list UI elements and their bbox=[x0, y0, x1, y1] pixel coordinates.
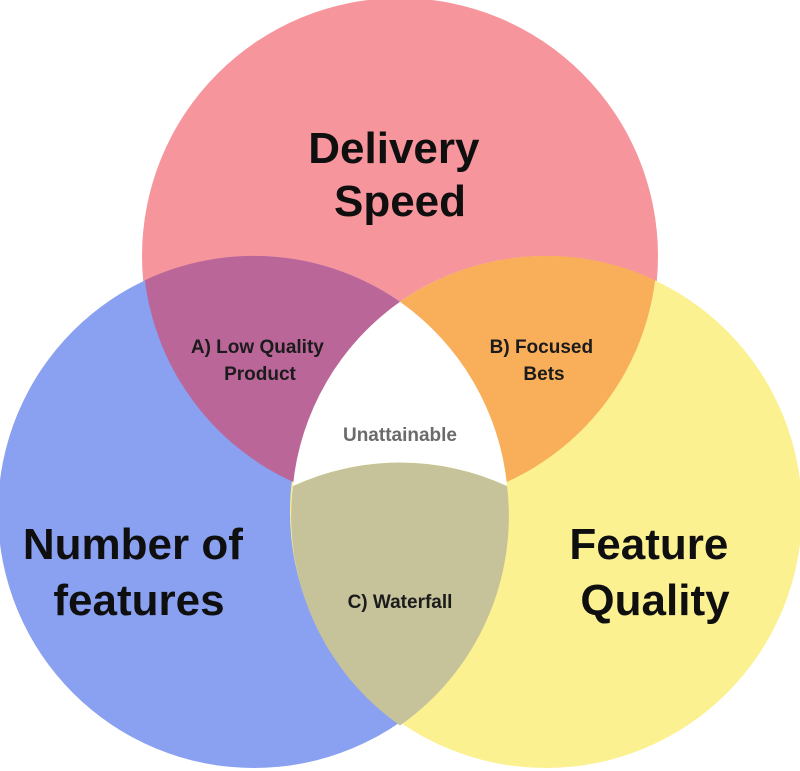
unattainable-region bbox=[292, 301, 508, 486]
feature-quality-label-line2: Quality bbox=[580, 576, 730, 625]
low-quality-product-label-line1: A) Low Quality bbox=[191, 337, 324, 358]
low-quality-product-label-line2: Product bbox=[224, 364, 296, 385]
waterfall-label: C) Waterfall bbox=[348, 592, 453, 613]
number-of-features-label: Number of features bbox=[23, 520, 255, 625]
focused-bets-label: B) Focused Bets bbox=[490, 337, 599, 385]
low-quality-product-label: A) Low Quality Product bbox=[191, 337, 329, 385]
feature-quality-label: Feature Quality bbox=[569, 520, 740, 625]
delivery-speed-label-line1: Delivery bbox=[308, 124, 480, 173]
feature-quality-label-line1: Feature bbox=[569, 520, 728, 569]
focused-bets-region bbox=[398, 255, 656, 483]
focused-bets-label-line2: Bets bbox=[523, 364, 564, 385]
unattainable-label: Unattainable bbox=[343, 425, 457, 446]
focused-bets-label-line1: B) Focused bbox=[490, 337, 593, 358]
number-of-features-label-line1: Number of bbox=[23, 520, 243, 569]
waterfall-region bbox=[291, 462, 509, 726]
delivery-speed-label: Delivery Speed bbox=[308, 124, 491, 226]
delivery-speed-label-line2: Speed bbox=[334, 177, 466, 226]
waterfall-label-line1: C) Waterfall bbox=[348, 592, 453, 613]
number-of-features-label-line2: features bbox=[53, 576, 224, 625]
low-quality-product-region bbox=[144, 255, 402, 483]
